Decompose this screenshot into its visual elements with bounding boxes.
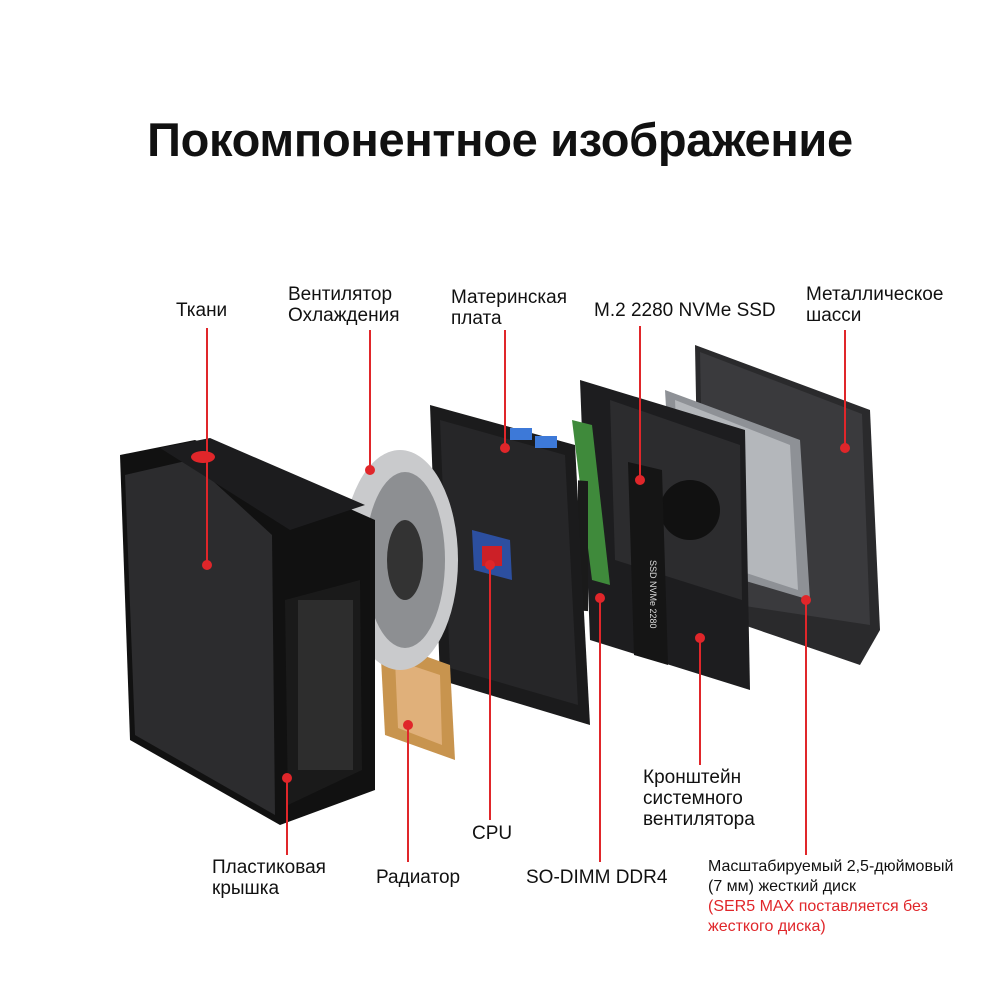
label-chassis-line2: шасси: [806, 305, 862, 326]
label-bracket: Кронштейн системного вентилятора: [643, 767, 755, 830]
label-ssd: M.2 2280 NVMe SSD: [594, 300, 776, 321]
label-radiator: Радиатор: [376, 867, 461, 888]
label-cover-line1: Пластиковая: [212, 857, 326, 878]
label-bracket-line3: вентилятора: [643, 809, 755, 830]
label-cover: Пластиковая крышка: [212, 857, 326, 899]
label-bracket-line2: системного: [643, 788, 743, 809]
label-motherboard: Материнская плата: [451, 287, 567, 329]
label-chassis-line1: Металлическое: [806, 284, 944, 305]
label-cpu: CPU: [472, 823, 513, 844]
label-motherboard-line2: плата: [451, 308, 502, 329]
ssd-module: SSD NVMe 2280: [628, 462, 668, 665]
label-hdd: Масштабируемый 2,5-дюймовый (7 мм) жестк…: [708, 857, 953, 937]
label-motherboard-line1: Материнская: [451, 287, 568, 308]
label-chassis: Металлическое шасси: [806, 284, 943, 326]
label-hdd-line2: (7 мм) жесткий диск: [708, 878, 856, 895]
mini-pc-body: [120, 438, 375, 825]
cooling-fan: [342, 450, 458, 670]
label-fabric: Ткани: [176, 300, 228, 321]
label-bracket-line1: Кронштейн: [643, 767, 742, 788]
label-cover-line2: крышка: [212, 878, 280, 899]
label-fan: Вентилятор Охлаждения: [288, 284, 399, 326]
ssd-marking: SSD NVMe 2280: [648, 560, 658, 629]
leader-lines: [202, 326, 850, 862]
label-hdd-note-line1: (SER5 MAX поставляется без: [708, 898, 928, 915]
label-fan-line1: Вентилятор: [288, 284, 393, 305]
label-ram: SO-DIMM DDR4: [526, 867, 668, 888]
label-fan-line2: Охлаждения: [288, 305, 400, 326]
label-hdd-line1: Масштабируемый 2,5-дюймовый: [708, 858, 954, 875]
page-title: Покомпонентное изображение: [147, 113, 853, 166]
label-hdd-note-line2: жесткого диска): [708, 918, 826, 935]
motherboard: [430, 405, 590, 725]
